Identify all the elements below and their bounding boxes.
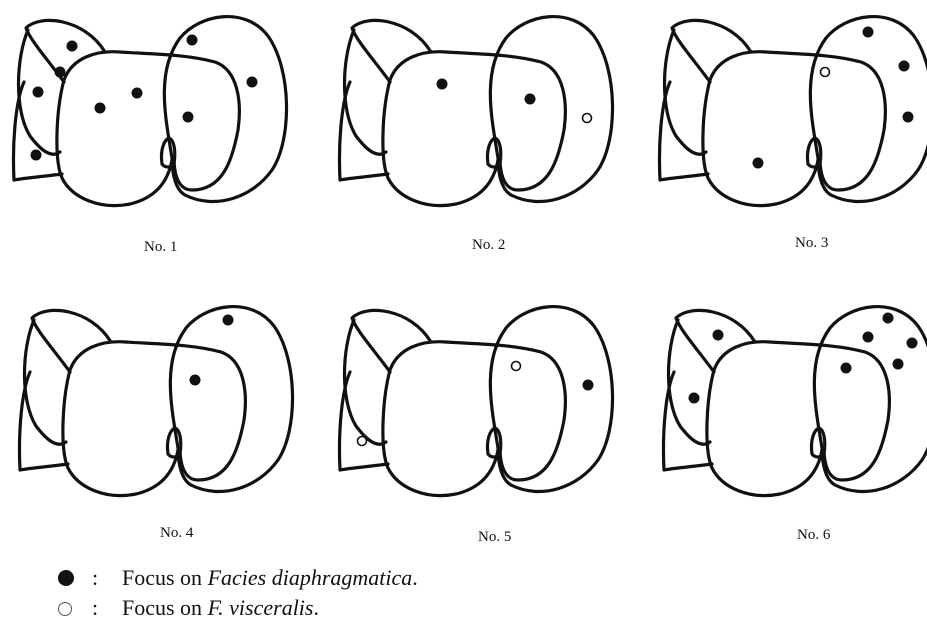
focus-diaphragmatic-dot <box>893 359 904 370</box>
focus-diaphragmatic-dot <box>95 103 106 114</box>
focus-diaphragmatic-dot <box>33 87 44 98</box>
focus-visceral-dot <box>358 437 367 446</box>
legend-colon: : <box>92 594 122 622</box>
legend-suffix: . <box>412 565 418 590</box>
legend-row-filled: :Focus on Facies diaphragmatica. <box>58 564 418 592</box>
focus-diaphragmatic-dot <box>903 112 914 123</box>
legend-term: F. visceralis <box>208 595 314 620</box>
liver-outline-1 <box>13 17 286 206</box>
panel-caption-3: No. 3 <box>795 235 828 251</box>
panel-caption-5: No. 5 <box>478 529 511 545</box>
panel-1 <box>13 17 286 206</box>
panel-2 <box>339 17 612 206</box>
open-dot-icon <box>58 594 92 622</box>
focus-diaphragmatic-dot <box>863 27 874 38</box>
panel-3 <box>659 17 927 206</box>
focus-diaphragmatic-dot <box>841 363 852 374</box>
focus-diaphragmatic-dot <box>583 380 594 391</box>
legend-prefix: Focus on <box>122 565 208 590</box>
focus-diaphragmatic-dot <box>132 88 143 99</box>
legend-prefix: Focus on <box>122 595 208 620</box>
liver-outline-4 <box>19 307 292 496</box>
focus-diaphragmatic-dot <box>525 94 536 105</box>
panel-4 <box>19 307 292 496</box>
filled-dot-icon <box>58 564 92 592</box>
legend-colon: : <box>92 564 122 592</box>
focus-diaphragmatic-dot <box>437 79 448 90</box>
focus-diaphragmatic-dot <box>183 112 194 123</box>
legend-suffix: . <box>313 595 319 620</box>
panel-caption-1: No. 1 <box>144 239 177 255</box>
focus-visceral-dot <box>821 68 830 77</box>
focus-diaphragmatic-dot <box>190 375 201 386</box>
focus-visceral-dot <box>512 362 521 371</box>
focus-diaphragmatic-dot <box>67 41 78 52</box>
focus-diaphragmatic-dot <box>187 35 198 46</box>
focus-diaphragmatic-dot <box>899 61 910 72</box>
focus-diaphragmatic-dot <box>713 330 724 341</box>
focus-diaphragmatic-dot <box>31 150 42 161</box>
panel-caption-6: No. 6 <box>797 527 831 543</box>
legend-row-open: :Focus on F. visceralis. <box>58 594 319 622</box>
focus-diaphragmatic-dot <box>753 158 764 169</box>
liver-outline-5 <box>339 307 612 496</box>
focus-diaphragmatic-dot <box>907 338 918 349</box>
panel-6 <box>663 307 927 496</box>
liver-outline-3 <box>659 17 927 206</box>
focus-diaphragmatic-dot <box>689 393 700 404</box>
legend-term: Facies diaphragmatica <box>208 565 413 590</box>
panel-caption-4: No. 4 <box>160 525 194 541</box>
focus-diaphragmatic-dot <box>883 313 894 324</box>
focus-visceral-dot <box>583 114 592 123</box>
focus-diaphragmatic-dot <box>223 315 234 326</box>
panel-caption-2: No. 2 <box>472 237 505 253</box>
focus-diaphragmatic-dot <box>247 77 258 88</box>
liver-outline-2 <box>339 17 612 206</box>
focus-diaphragmatic-dot <box>55 67 66 78</box>
panel-5 <box>339 307 612 496</box>
focus-diaphragmatic-dot <box>863 332 874 343</box>
liver-outline-6 <box>663 307 927 496</box>
